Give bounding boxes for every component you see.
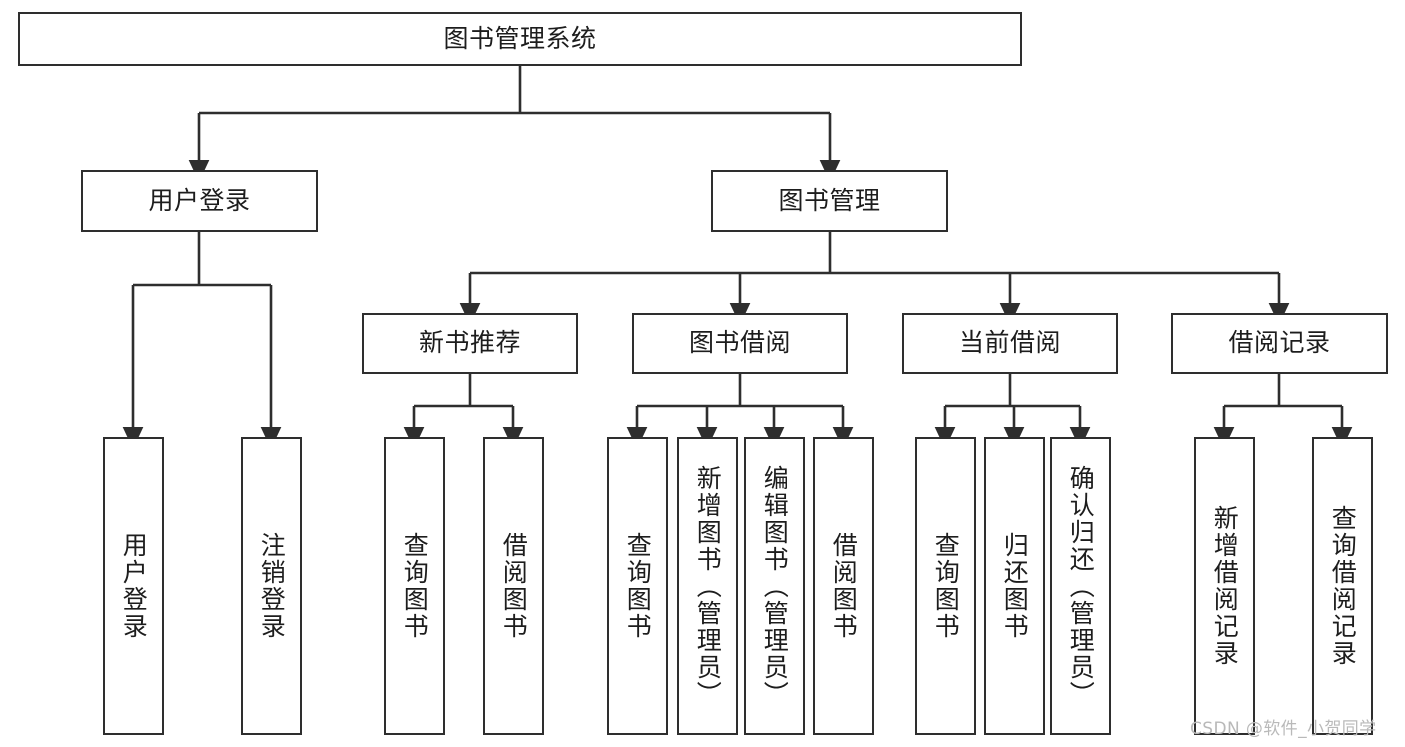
node-borrowing-records[interactable]: 借阅记录 [1171,313,1388,374]
node-label: 用户登录 [119,532,149,640]
node-label: 图书管理 [778,185,881,215]
node-label: 查询借阅记录 [1328,505,1358,667]
node-label: 编辑图书（管理员） [760,464,790,708]
node-label: 用户登录 [148,185,251,215]
leaf-user-login-logout[interactable]: 注销登录 [241,437,302,735]
node-label: 新增图书（管理员） [693,464,723,708]
leaf-record-query-record[interactable]: 查询借阅记录 [1312,437,1373,735]
node-label: 图书借阅 [688,328,791,358]
node-label: 借阅图书 [499,532,529,640]
node-book-management[interactable]: 图书管理 [711,170,948,232]
node-label: 新书推荐 [418,328,521,358]
node-label: 查询图书 [400,532,430,640]
leaf-current-confirm-return-admin[interactable]: 确认归还（管理员） [1050,437,1111,735]
leaf-new-book-borrow-book[interactable]: 借阅图书 [483,437,544,735]
leaf-borrow-borrow-book[interactable]: 借阅图书 [813,437,874,735]
leaf-borrow-query-book[interactable]: 查询图书 [607,437,668,735]
csdn-watermark: CSDN @软件_小贺同学 [1190,719,1377,739]
leaf-borrow-edit-book-admin[interactable]: 编辑图书（管理员） [744,437,805,735]
node-label: 借阅记录 [1228,328,1331,358]
leaf-new-book-query-book[interactable]: 查询图书 [384,437,445,735]
node-label: 新增借阅记录 [1210,505,1240,667]
node-label: 注销登录 [257,532,287,640]
leaf-borrow-add-book-admin[interactable]: 新增图书（管理员） [677,437,738,735]
node-label: 借阅图书 [829,532,859,640]
node-current-borrowing[interactable]: 当前借阅 [902,313,1118,374]
node-book-borrowing[interactable]: 图书借阅 [632,313,848,374]
node-label: 图书管理系统 [443,23,597,53]
node-label: 查询图书 [931,532,961,640]
node-user-login[interactable]: 用户登录 [81,170,318,232]
node-label: 确认归还（管理员） [1066,464,1096,708]
leaf-user-login-login[interactable]: 用户登录 [103,437,164,735]
node-root-book-management-system[interactable]: 图书管理系统 [18,12,1022,66]
leaf-record-add-record[interactable]: 新增借阅记录 [1194,437,1255,735]
node-label: 当前借阅 [958,328,1061,358]
leaf-current-query-book[interactable]: 查询图书 [915,437,976,735]
leaf-current-return-book[interactable]: 归还图书 [984,437,1045,735]
node-label: 查询图书 [623,532,653,640]
node-label: 归还图书 [1000,532,1030,640]
node-new-book-recommendation[interactable]: 新书推荐 [362,313,578,374]
